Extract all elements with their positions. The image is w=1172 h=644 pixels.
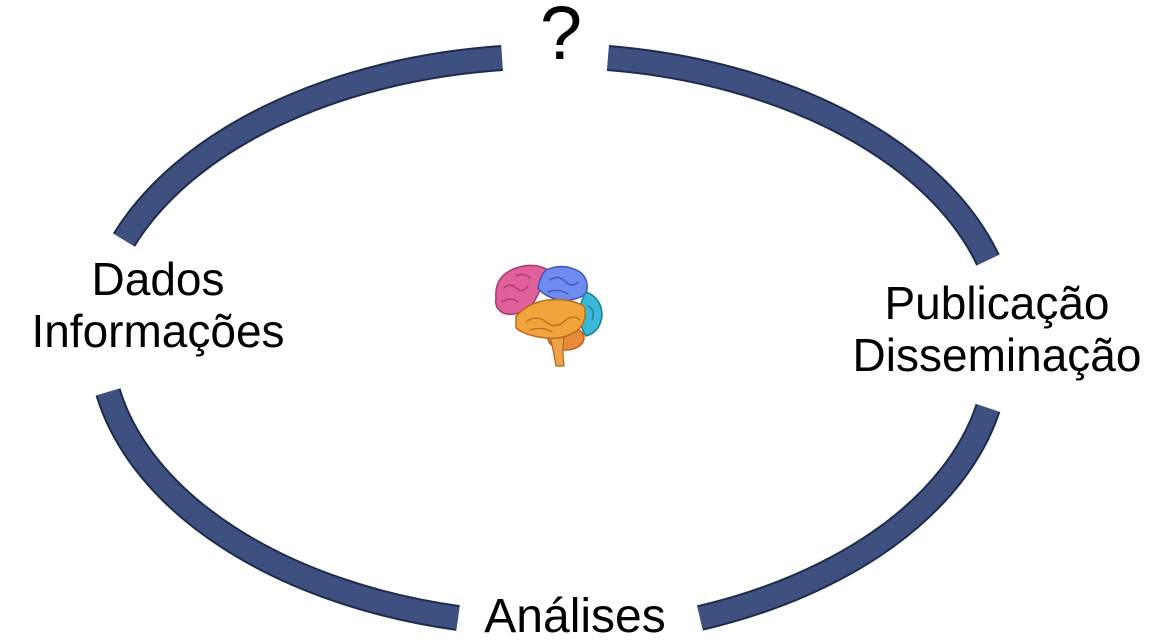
node-dissemination-text: Disseminação	[852, 328, 1142, 381]
node-data-information: Dados Informações	[0, 253, 316, 357]
node-publication-dissemination: Publicação Disseminação	[822, 277, 1172, 381]
brain-icon	[494, 264, 603, 367]
ring-arc-bottom-right	[697, 403, 1001, 631]
node-analyses-text: Análises	[484, 590, 666, 643]
node-question-text: ?	[539, 0, 583, 76]
ring-arc-bottom-left	[95, 388, 460, 631]
node-information-text: Informações	[31, 304, 285, 357]
node-question: ?	[486, 0, 636, 72]
ring-arc-top-right	[606, 45, 1000, 266]
node-publication-text: Publicação	[884, 277, 1110, 329]
node-analyses: Análises	[440, 590, 710, 644]
node-data-text: Dados	[91, 253, 225, 305]
ring-arc-top-left	[112, 45, 503, 247]
